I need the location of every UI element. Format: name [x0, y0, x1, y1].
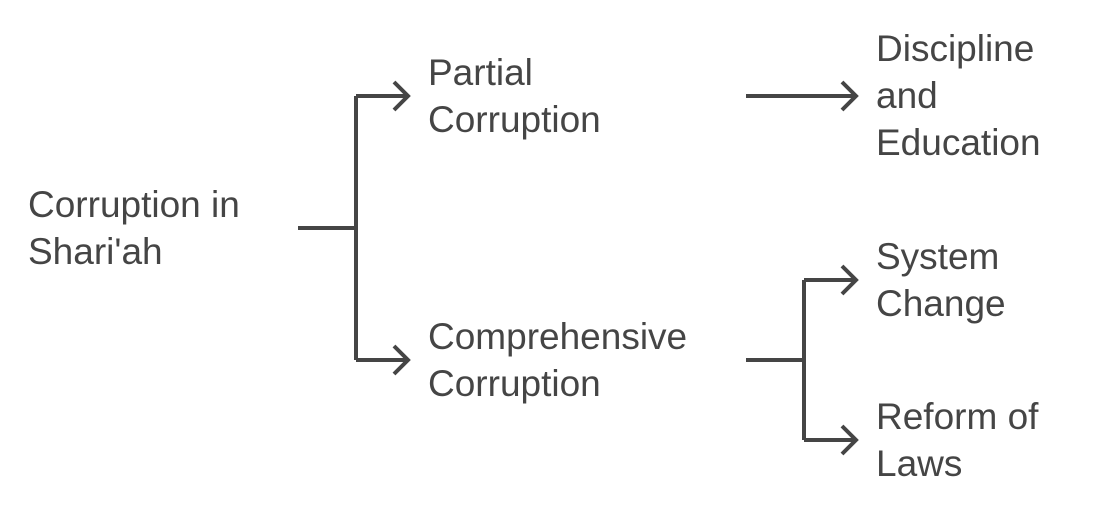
arrowhead-partial	[392, 80, 411, 112]
node-line: Corruption	[428, 363, 601, 404]
node-comprehensive-corruption: Comprehensive Corruption	[428, 313, 687, 407]
node-discipline-and-education: Discipline and Education	[876, 25, 1041, 166]
node-corruption-in-shariah: Corruption in Shari'ah	[28, 181, 240, 275]
arrowhead-discipline	[840, 80, 859, 112]
node-line: Reform of	[876, 396, 1039, 437]
node-line: Shari'ah	[28, 231, 163, 272]
node-line: Change	[876, 283, 1006, 324]
node-line: System	[876, 236, 1000, 277]
arrowhead-reform	[840, 424, 859, 456]
node-line: Education	[876, 122, 1041, 163]
node-reform-of-laws: Reform of Laws	[876, 393, 1038, 487]
node-line: Partial	[428, 52, 533, 93]
node-line: Corruption in	[28, 184, 240, 225]
node-line: Discipline	[876, 28, 1035, 69]
node-line: Corruption	[428, 99, 601, 140]
node-line: and	[876, 75, 938, 116]
node-system-change: System Change	[876, 233, 1006, 327]
arrowhead-comprehensive	[392, 344, 411, 376]
arrowhead-system	[840, 264, 859, 296]
node-line: Comprehensive	[428, 316, 688, 357]
node-line: Laws	[876, 443, 963, 484]
node-partial-corruption: Partial Corruption	[428, 49, 601, 143]
